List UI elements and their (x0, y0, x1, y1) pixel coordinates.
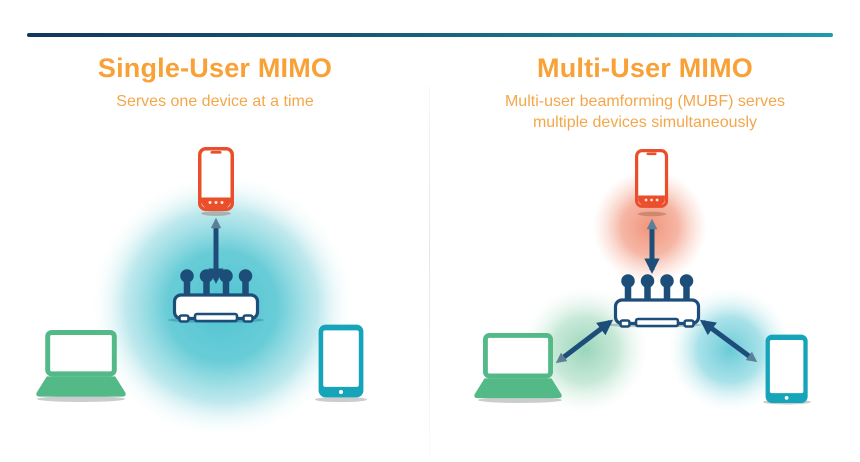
single-user-title: Single-User MIMO (97, 53, 333, 83)
smartphone-icon (634, 149, 669, 208)
laptop-beam-arrow (555, 319, 614, 364)
laptop-icon (474, 335, 561, 398)
multi-user-header: Multi-User MIMO Multi-user beamforming (… (430, 53, 860, 134)
multi-user-title: Multi-User MIMO (537, 53, 753, 83)
single-user-header: Single-User MIMO Serves one device at a … (0, 53, 430, 112)
multi-user-subtitle-line2: multiple devices simultaneously (532, 114, 758, 132)
tablet-icon (765, 334, 808, 403)
multi-user-panel: Multi-User MIMO Multi-user beamforming (… (430, 0, 860, 462)
panel-divider (429, 86, 430, 458)
tablet-shadow (315, 396, 367, 403)
single-user-panel: Single-User MIMO Serves one device at a … (0, 53, 430, 439)
laptop-icon (36, 332, 125, 396)
tablet-icon (318, 324, 364, 398)
single-user-subtitle: Serves one device at a time (116, 92, 314, 110)
laptop-shadow (478, 397, 562, 403)
tablet-beam-arrow (699, 319, 758, 363)
multi-user-subtitle: Multi-user beamforming (MUBF) serves mul… (430, 91, 860, 134)
single-user-diagram (0, 147, 367, 439)
smartphone-icon (198, 147, 234, 211)
multi-user-diagram (430, 149, 811, 413)
phone-shadow (638, 211, 666, 217)
top-accent-bar (27, 33, 833, 37)
phone-shadow (201, 211, 231, 216)
laptop-shadow (37, 396, 125, 402)
multi-user-subtitle-line1: Multi-user beamforming (MUBF) serves (504, 92, 786, 110)
